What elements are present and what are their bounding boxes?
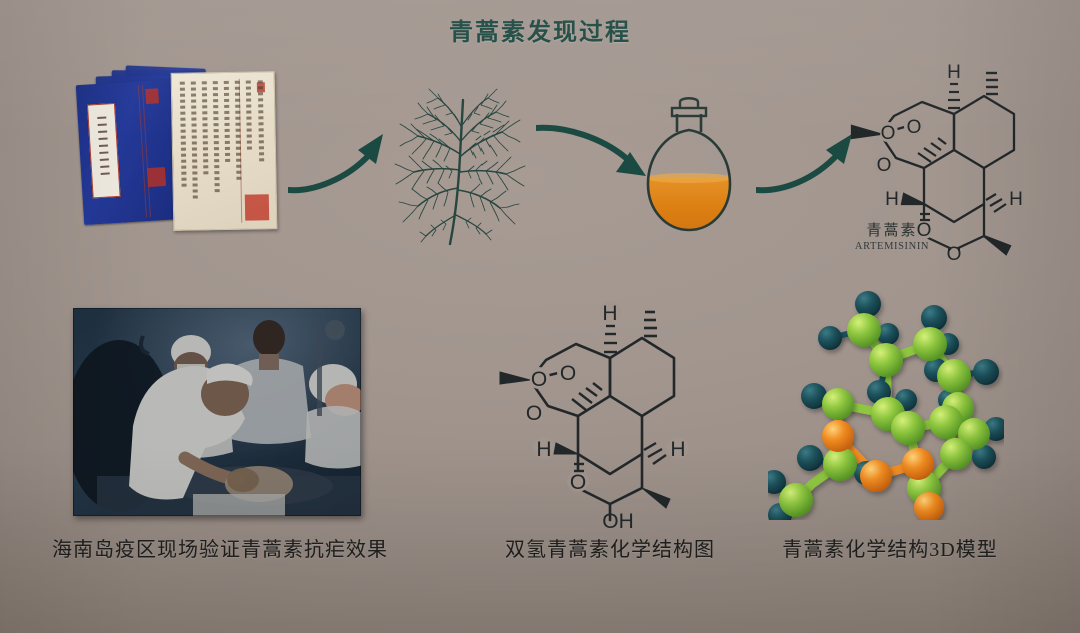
atom-label-o: O [881,123,896,144]
manuscript-text-column [234,80,242,219]
artemisinin-name-en: ARTEMISININ [854,241,930,252]
atom-label-o: O [570,471,586,494]
atom-label-h: H [536,438,551,461]
carbon-atom [779,313,990,517]
dihydroartemisinin-structure-diagram: O O O O H H H OH [499,301,689,530]
atom-label-o: O [560,362,576,385]
ancient-texts-photo [75,65,278,231]
page-title: 青蒿素发现过程 [449,18,631,46]
manuscript-text-column [245,80,253,219]
manuscript-text-column [201,81,209,219]
atom-label-o: O [907,117,922,138]
process-arrow-icon [288,134,383,194]
manuscript-text-column [223,80,231,219]
atom-label-o: O [917,220,932,241]
red-seal-icon [145,88,160,105]
artemisia-plant-illustration [394,88,526,246]
binding-thread [141,85,151,218]
atom-label-h: H [1009,189,1023,210]
book-title-glyphs [97,112,110,180]
caption-field-photo: 海南岛疫区现场验证青蒿素抗疟效果 [52,539,388,561]
atom-label-o: O [877,155,892,176]
manuscript-text-column [257,80,265,218]
manuscript-text-column [179,81,187,220]
atom-label-o: O [526,402,542,425]
handwritten-manuscript-page [170,71,278,231]
field-verification-photo [73,308,361,516]
photo-content [73,308,361,516]
atom-label-o: O [531,368,547,391]
oxygen-atom [822,420,944,520]
process-arrow-icon [536,124,646,176]
caption-3d-model: 青蒿素化学结构3D模型 [782,539,998,561]
atom-label-h: H [602,302,617,325]
atom-label-oh: OH [602,510,634,530]
atom-label-h: H [670,438,685,461]
artemisinin-3d-model [768,291,1004,520]
process-arrow-icon [756,134,852,194]
book-cover [75,79,183,226]
atom-label-h: H [947,62,961,83]
red-seal-icon [146,167,167,188]
caption-dihydro-structure: 双氢青蒿素化学结构图 [505,539,715,561]
book-title-label [86,102,121,199]
atom-label-h: H [885,189,899,210]
manuscript-text-column [212,81,220,219]
manuscript-text-column [190,81,198,219]
extraction-flask-icon [646,97,732,232]
artemisinin-name-cn: 青蒿素 [866,221,918,239]
artemisinin-name-label: 青蒿素 ARTEMISININ [812,219,972,252]
artemisinin-structure-diagram: O O O O H H H O [850,61,1026,260]
